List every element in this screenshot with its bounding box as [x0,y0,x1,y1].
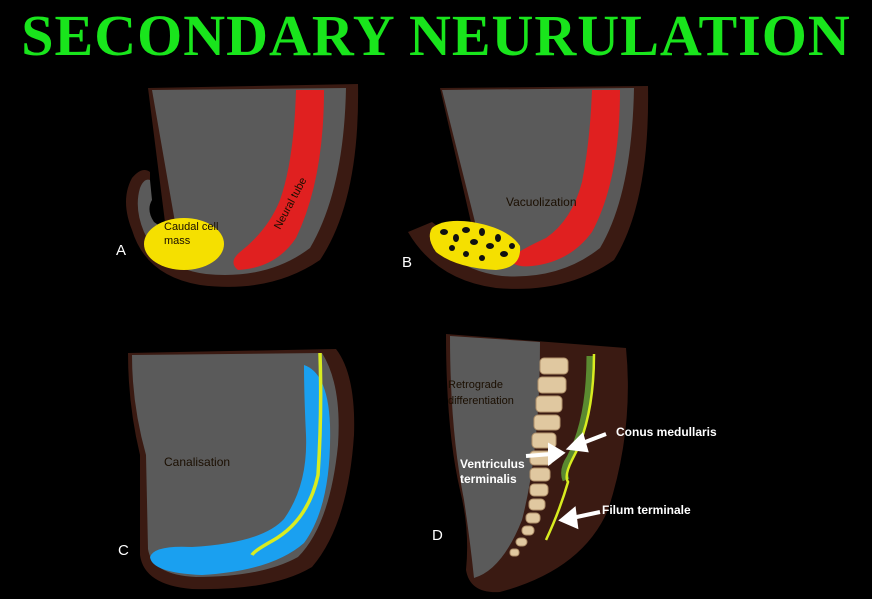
neural-tube [510,90,620,267]
panel-letter-c: C [118,542,129,559]
cord-yellow [544,353,596,541]
vacuolization-label: Vacuolization [506,195,577,209]
panel-letter-a: A [116,242,126,259]
neural-tube [233,90,324,270]
panel-letter-d: D [432,527,443,544]
panel-c: Canalisation C [112,345,362,593]
panel-letter-b: B [402,254,412,271]
conus-medullaris-label: Conus medullaris [616,425,717,439]
arrows [525,432,607,530]
filum-terminale-label: Filum terminale [602,503,691,517]
cord-green [561,355,594,482]
caudal-cell-mass [429,220,521,270]
page-title: SECONDARY NEURULATION [21,3,851,68]
vertebrae [509,357,569,557]
canal-blue [150,365,331,575]
panel-b: Vacuolization B [396,82,666,297]
caudal-cell-mass [144,218,224,270]
canal-yellow [250,352,323,556]
embryo-body [450,336,540,578]
canalisation-label: Canalisation [164,455,230,469]
vacuoles [440,227,515,261]
